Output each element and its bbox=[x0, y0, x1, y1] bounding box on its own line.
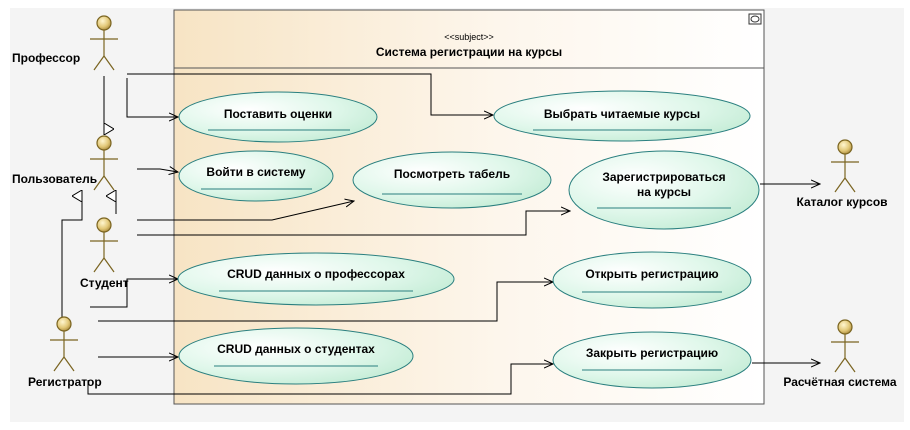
gen-registrar-user bbox=[61, 196, 83, 318]
actor-billing-label: Расчётная система bbox=[783, 375, 896, 389]
actor-registrar-figure-icon bbox=[50, 316, 78, 372]
usecase-register-label-1: Зарегистрироваться bbox=[602, 170, 725, 184]
usecase-login[interactable]: Войти в систему bbox=[178, 150, 334, 202]
actor-user-figure-icon bbox=[90, 135, 118, 191]
usecase-grade-label: Поставить оценки bbox=[224, 107, 332, 121]
actor-catalog-figure-icon bbox=[831, 139, 859, 193]
usecase-open-registration-label: Открыть регистрацию bbox=[585, 267, 718, 281]
usecase-view-grades[interactable]: Посмотреть табель bbox=[352, 151, 552, 209]
assoc-registrar-close bbox=[87, 364, 553, 395]
actor-professor-label: Профессор bbox=[12, 51, 80, 65]
actor-billing-figure-icon bbox=[831, 319, 859, 373]
actor-student[interactable]: Студент bbox=[80, 217, 129, 290]
assoc-professor-select bbox=[127, 73, 493, 115]
connectors bbox=[61, 73, 820, 395]
subsystem-icon bbox=[748, 13, 762, 25]
assoc-registrar-open bbox=[98, 282, 553, 322]
usecase-view-grades-label: Посмотреть табель bbox=[394, 167, 510, 181]
actor-billing[interactable]: Расчётная система bbox=[783, 319, 897, 389]
usecase-crud-professors-label: CRUD данных о профессорах bbox=[227, 267, 405, 281]
usecase-crud-students-label: CRUD данных о студентах bbox=[217, 342, 375, 356]
usecase-open-registration[interactable]: Открыть регистрацию bbox=[552, 251, 752, 309]
assoc-professor-grade bbox=[126, 78, 178, 117]
usecase-select-courses[interactable]: Выбрать читаемые курсы bbox=[493, 90, 751, 142]
actor-student-label: Студент bbox=[80, 276, 129, 290]
usecase-register-label-2: на курсы bbox=[637, 185, 691, 199]
assoc-registrar-crudprof bbox=[90, 279, 178, 308]
actor-registrar-label: Регистратор bbox=[28, 375, 102, 389]
system-stereotype: <<subject>> bbox=[444, 32, 494, 42]
actor-professor-figure-icon bbox=[90, 15, 118, 71]
usecase-crud-students[interactable]: CRUD данных о студентах bbox=[178, 327, 414, 385]
system-title: Система регистрации на курсы bbox=[376, 45, 562, 59]
actor-user-label: Пользователь bbox=[12, 172, 97, 186]
usecase-select-courses-label: Выбрать читаемые курсы bbox=[544, 107, 700, 121]
assoc-student-view bbox=[137, 201, 354, 221]
usecase-close-registration-label: Закрыть регистрацию bbox=[586, 346, 718, 360]
usecase-close-registration[interactable]: Закрыть регистрацию bbox=[552, 331, 752, 389]
actor-catalog-label: Каталог курсов bbox=[796, 195, 887, 209]
usecase-register[interactable]: Зарегистрироваться на курсы bbox=[568, 150, 760, 230]
usecase-login-label: Войти в систему bbox=[206, 165, 306, 179]
actor-student-figure-icon bbox=[90, 217, 118, 273]
assoc-user-login bbox=[137, 169, 178, 172]
actor-user[interactable]: Пользователь bbox=[12, 135, 118, 191]
actor-registrar[interactable]: Регистратор bbox=[28, 316, 102, 389]
usecase-grade[interactable]: Поставить оценки bbox=[178, 91, 378, 143]
assoc-student-register bbox=[137, 211, 570, 236]
subsystem-icon-ellipse bbox=[750, 15, 760, 23]
actor-professor[interactable]: Профессор bbox=[12, 15, 118, 71]
usecase-crud-professors[interactable]: CRUD данных о профессорах bbox=[177, 252, 455, 306]
actor-catalog[interactable]: Каталог курсов bbox=[796, 139, 888, 209]
